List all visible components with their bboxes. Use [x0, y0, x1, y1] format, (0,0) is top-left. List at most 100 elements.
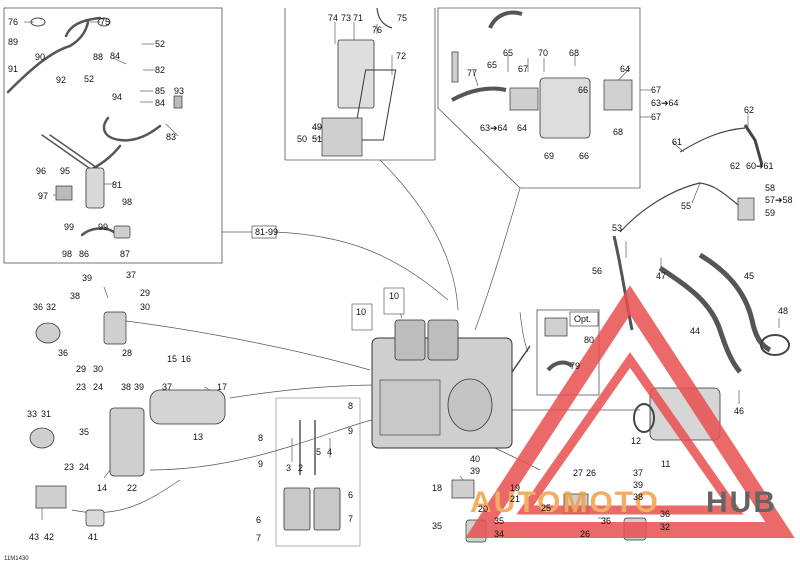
part-label: 26	[580, 529, 590, 539]
part-label: 35	[494, 516, 504, 526]
part-label: 37	[633, 468, 643, 478]
part-label: 75	[100, 17, 110, 27]
part-label: 8	[348, 401, 353, 411]
watermark-word-a: AUTOMOTO	[470, 486, 660, 519]
part-label: 77	[467, 68, 477, 78]
part-label: 43	[29, 532, 39, 542]
part-label: 59	[765, 208, 775, 218]
part-label: 90	[35, 52, 45, 62]
callout-box-81-99	[251, 225, 277, 239]
part-label: 14	[97, 483, 107, 493]
part-label: 24	[93, 382, 103, 392]
part-label: 35	[432, 521, 442, 531]
part-label: 99	[64, 222, 74, 232]
part-label: 28	[122, 348, 132, 358]
part-label: 5	[316, 447, 321, 457]
part-label: 63➔64	[480, 123, 508, 133]
detail-box-ecm	[284, 8, 436, 161]
fitting-87	[113, 225, 131, 239]
wire-75	[376, 7, 393, 29]
part-label: 67	[651, 112, 661, 122]
part-label: 52	[155, 39, 165, 49]
callout-81-99: 81-99	[255, 227, 278, 237]
option-box	[569, 311, 599, 327]
part-label: 68	[569, 48, 579, 58]
part-label: 67	[651, 85, 661, 95]
part-label: 57➔58	[765, 195, 793, 205]
part-label: 55	[681, 201, 691, 211]
part-label: 46	[734, 406, 744, 416]
part-label: 71	[353, 13, 363, 23]
hose-44	[658, 265, 742, 374]
mount-28	[103, 311, 127, 345]
part-label: 86	[79, 249, 89, 259]
part-label: 38	[633, 492, 643, 502]
part-label: 7	[256, 533, 261, 543]
part-label: 56	[592, 266, 602, 276]
ring-48	[760, 334, 790, 356]
mount-32	[35, 322, 61, 344]
part-label: 97	[38, 191, 48, 201]
part-label: 98	[122, 197, 132, 207]
part-label: 18	[432, 483, 442, 493]
part-label: 40	[470, 454, 480, 464]
part-label: 58	[765, 183, 775, 193]
clamp-76	[30, 17, 46, 27]
part-label: 75	[397, 13, 407, 23]
hose-upper-65	[488, 10, 523, 29]
part-label: 39	[633, 480, 643, 490]
part-label: 68	[613, 127, 623, 137]
part-label: 13	[193, 432, 203, 442]
part-label: 23	[64, 462, 74, 472]
bracket-49	[321, 117, 363, 157]
part-label: 19	[510, 483, 520, 493]
part-label: 73	[341, 13, 351, 23]
part-label: 3	[286, 463, 291, 473]
part-label: 92	[56, 75, 66, 85]
spark-plug-77	[451, 51, 459, 83]
part-label: 88	[93, 52, 103, 62]
part-label: 34	[494, 529, 504, 539]
engine-block	[371, 319, 531, 449]
part-label: 80	[584, 335, 594, 345]
part-label: 63➔64	[651, 98, 679, 108]
part-label: 93	[174, 86, 184, 96]
option-part-80	[544, 317, 568, 337]
part-label: 76	[372, 25, 382, 35]
part-label: 26	[586, 468, 596, 478]
part-label: 62	[730, 161, 740, 171]
part-label: 52	[84, 74, 94, 84]
part-label: 33	[27, 409, 37, 419]
leader-curves	[71, 159, 640, 513]
label-box-10a	[351, 303, 373, 331]
ecm-cover-72	[352, 69, 397, 141]
detail-box-coolant-hoses	[3, 7, 223, 264]
part-label: 10	[389, 291, 399, 301]
label-box-10b	[383, 287, 405, 315]
bracket-62	[743, 124, 764, 166]
part-label: 2	[298, 463, 303, 473]
part-label: 24	[79, 462, 89, 472]
part-label: 82	[155, 65, 165, 75]
part-label: 27	[573, 468, 583, 478]
pad-41	[85, 509, 105, 527]
part-label: 25	[541, 503, 551, 513]
bracket-18	[451, 479, 475, 499]
part-label: 23	[76, 382, 86, 392]
ecm-unit-71	[337, 39, 375, 109]
part-label: 45	[744, 271, 754, 281]
part-label: 41	[88, 532, 98, 542]
part-label: 64	[620, 64, 630, 74]
part-label: 62	[744, 105, 754, 115]
part-label: 65	[487, 60, 497, 70]
part-label: 79	[570, 361, 580, 371]
part-label: 36	[601, 516, 611, 526]
part-label: 50	[297, 134, 307, 144]
ignition-coils	[275, 397, 361, 547]
part-label: 74	[328, 13, 338, 23]
part-label: 99	[98, 222, 108, 232]
part-label: 15	[167, 354, 177, 364]
part-label: 22	[127, 483, 137, 493]
option-label: Opt.	[574, 314, 591, 324]
module-63	[509, 87, 539, 111]
